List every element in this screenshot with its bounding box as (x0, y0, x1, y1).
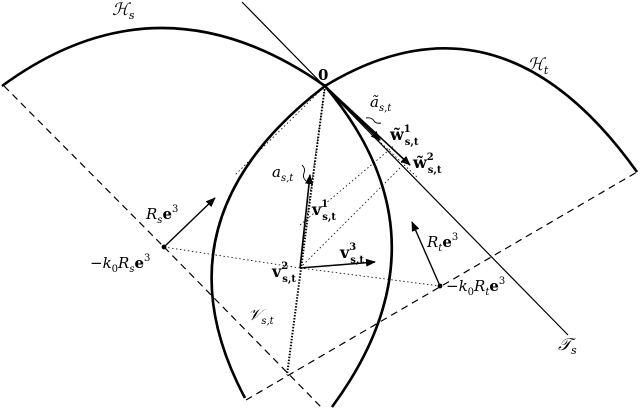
dotted-right-to-tangent (377, 139, 419, 179)
dotted-mid-to-right (299, 144, 396, 226)
label-a-tilde: ãs,t (370, 93, 392, 114)
label-minus-k0-rt-e3: −k0Rte3 (446, 276, 505, 298)
brace-a-tilde (365, 117, 382, 124)
lens-left-arc (210, 84, 326, 399)
label-origin: 0 (318, 66, 328, 84)
dotted-v2-to-right-rt (299, 267, 441, 287)
arc-h-s (1, 26, 326, 88)
label-rs-e3: Rse3 (145, 204, 178, 226)
vector-rs-e3 (163, 197, 216, 248)
label-rt-e3: Rte3 (426, 232, 458, 254)
point-minus-k0-rs-e3 (161, 244, 167, 250)
lens-right-arc (324, 85, 394, 408)
point-origin (323, 84, 327, 88)
dotted-v2-to-left-rs (163, 246, 301, 269)
vector-v3 (299, 258, 376, 269)
vector-v1 (299, 174, 314, 269)
brace-a-st (301, 164, 307, 182)
label-minus-k0-rs-e3: −k0Rse3 (90, 253, 150, 275)
vector-w2 (324, 85, 411, 166)
dotted-0-to-left (234, 85, 326, 176)
dotted-v-st (286, 85, 326, 376)
label-a-st: as,t (272, 163, 294, 184)
label-h-s: ℋs (112, 0, 135, 22)
vector-rt-e3 (411, 221, 441, 287)
dashed-right-lower (245, 171, 638, 401)
tangent-line-t-s (241, 1, 569, 336)
dotted-v2-to-tangent (299, 162, 406, 269)
arc-h-t (324, 47, 639, 173)
dashed-left-lower (163, 246, 323, 409)
dashed-left-upper (3, 85, 165, 248)
label-v-st: 𝒱s,t (248, 305, 275, 327)
label-h-t: ℋt (527, 55, 549, 77)
point-minus-k0-rt-e3 (437, 283, 443, 289)
label-t-s: 𝒯s (558, 335, 577, 357)
